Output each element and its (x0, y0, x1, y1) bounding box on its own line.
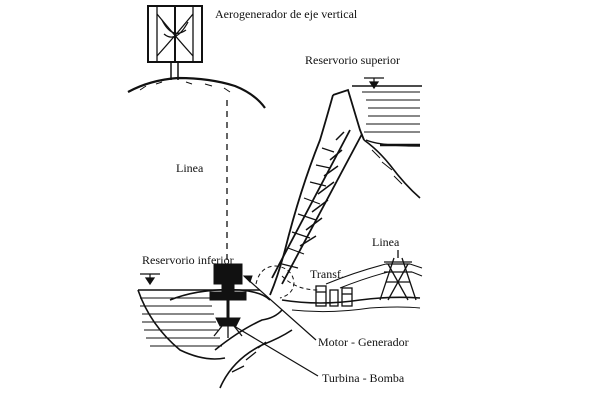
label-motor-generator: Motor - Generador (318, 335, 409, 349)
leader-lines (233, 275, 319, 377)
label-wind-turbine: Aerogenerador de eje vertical (215, 7, 358, 21)
motor-generator-unit (209, 263, 253, 338)
transformer (315, 285, 353, 307)
power-wires (325, 263, 423, 289)
label-lower-reservoir: Reservorio inferior (142, 253, 234, 267)
label-transformer: Transf. (310, 267, 344, 281)
label-line-left: Linea (176, 161, 204, 175)
lower-reservoir (137, 289, 260, 360)
water-level-marker-upper (364, 77, 384, 90)
powerhouse-ground (169, 288, 421, 389)
label-upper-reservoir: Reservorio superior (305, 53, 400, 67)
transformer-link (281, 275, 319, 291)
unit-enclosure (255, 265, 295, 299)
label-line-right: Linea (372, 235, 400, 249)
water-level-marker-lower (140, 273, 160, 286)
penstock-pipe (271, 129, 363, 285)
label-turbine-pump: Turbina - Bomba (322, 371, 405, 385)
wind-hill (127, 76, 266, 109)
transmission-tower (379, 250, 417, 301)
wind-turbine (147, 5, 203, 80)
upper-reservoir (352, 85, 422, 147)
